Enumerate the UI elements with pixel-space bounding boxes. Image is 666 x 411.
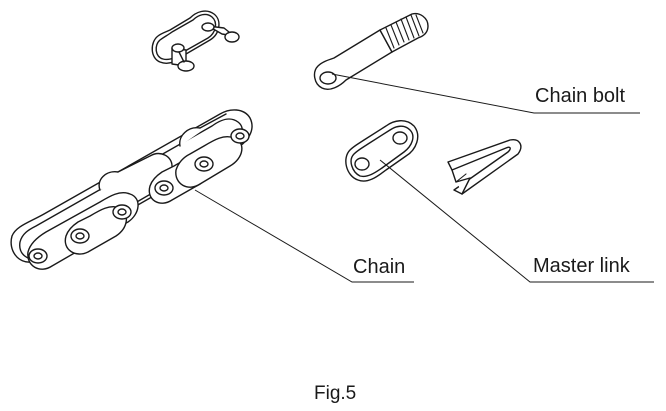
master-link-leader (379, 159, 654, 283)
figure-caption: Fig.5 (314, 383, 357, 404)
chain-bolt-icon (313, 12, 429, 90)
spring-clip-icon (447, 139, 522, 195)
chain-leader (194, 189, 414, 283)
chain-bolt-label: Chain bolt (535, 85, 626, 107)
roller-chain-icon (10, 109, 253, 270)
master-link-plate-icon (345, 120, 419, 182)
connecting-link-pins-icon (151, 10, 240, 72)
chain-bolt-leader (331, 73, 640, 114)
master-link-label: Master link (533, 255, 630, 277)
chain-label: Chain (353, 256, 406, 278)
